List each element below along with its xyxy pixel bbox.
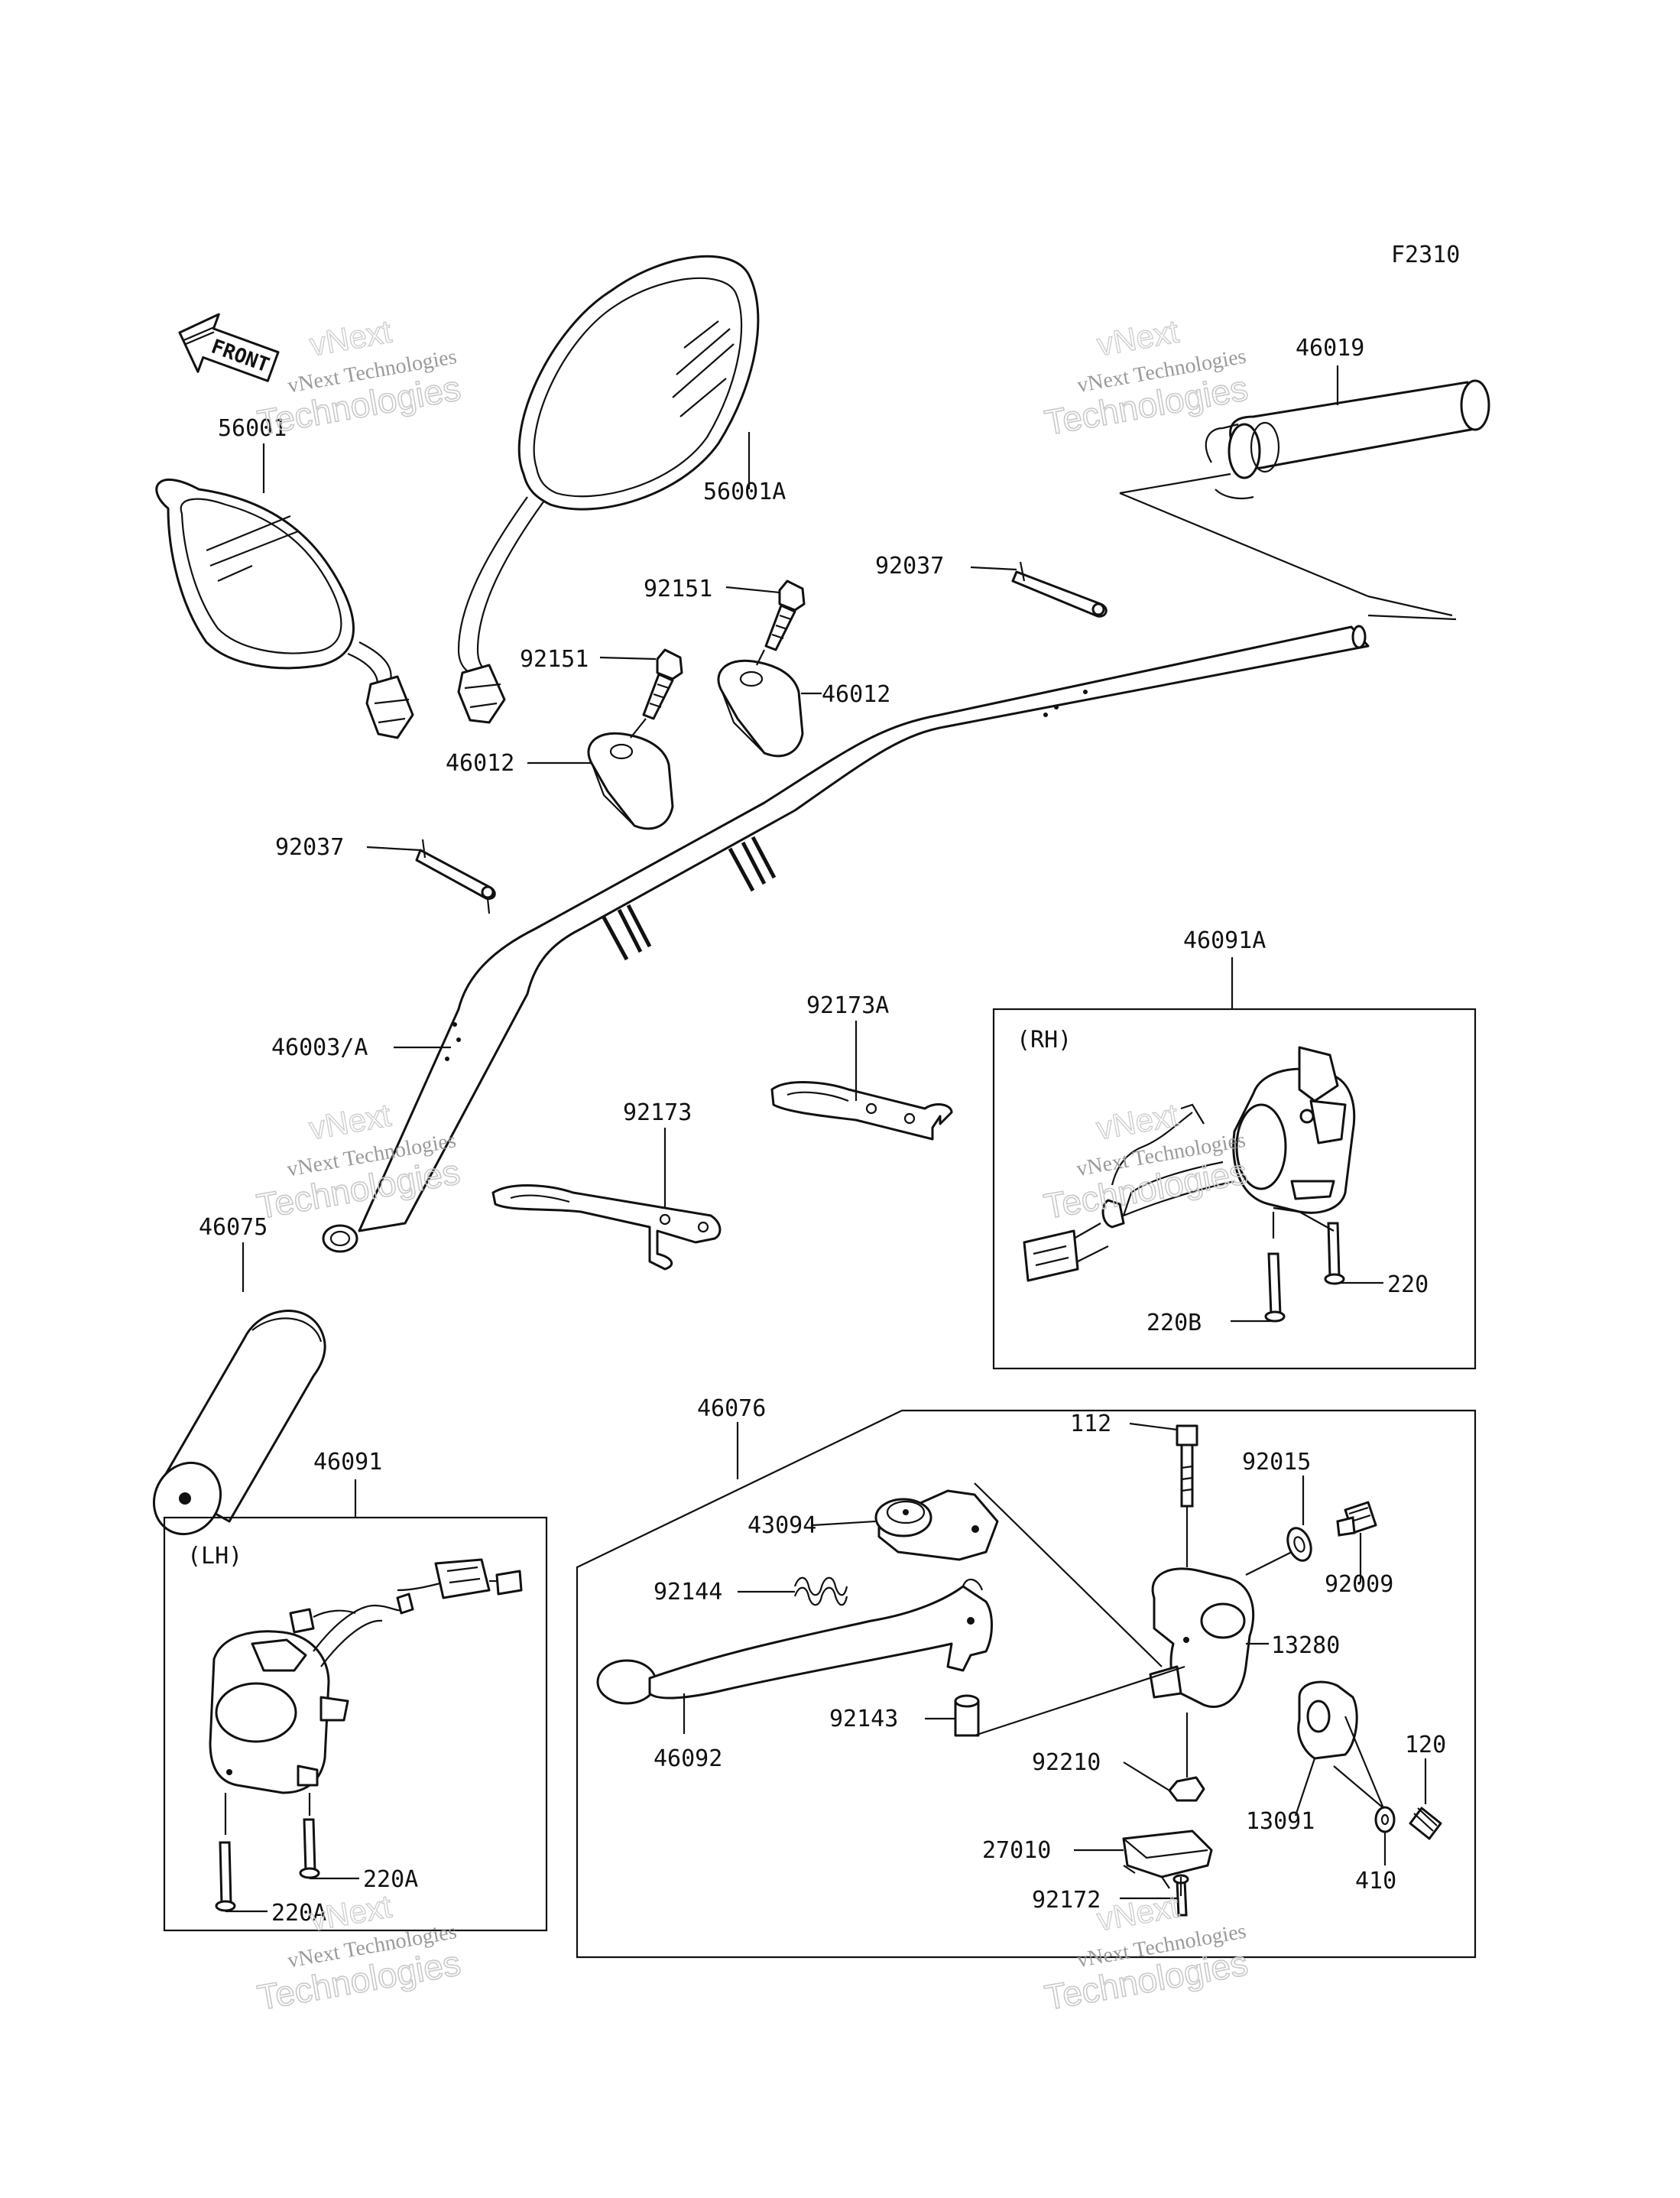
label-220A-upper: 220A [363,1866,418,1893]
label-rh: (RH) [1017,1027,1072,1054]
leader-lines [225,365,1427,1913]
label-92009: 92009 [1325,1571,1393,1598]
screw-220B [1264,1252,1286,1323]
label-92210: 92210 [1032,1749,1101,1776]
screw-220A-inner [299,1818,320,1879]
washer-92015 [1286,1527,1312,1562]
label-92037-lower: 92037 [275,834,344,861]
lh-screw-guide [224,1793,311,1835]
label-46019: 46019 [1296,335,1364,362]
rh-switch-assembly [1023,1046,1356,1282]
label-220A-lower: 220A [271,1900,326,1927]
label-92151-lower: 92151 [520,646,589,673]
bolt-92151-lower [642,648,683,720]
grip-right-46019 [1205,379,1490,500]
lever-46092 [596,1578,993,1705]
grip-left-46075 [152,1310,326,1536]
adjuster-43094 [874,1489,999,1561]
label-92173: 92173 [623,1099,692,1126]
label-56001: 56001 [218,415,287,442]
bolt-guide-upper [630,649,765,739]
label-13091: 13091 [1246,1808,1315,1835]
holder-46012-upper [717,659,804,758]
grip-right-guide [1119,472,1457,621]
watermark-top-left: vNext vNext Technologies Technologies [254,313,464,443]
clamp-13091 [1297,1680,1358,1760]
svg-text:vNext: vNext [1094,1097,1181,1147]
collar-92143 [954,1694,980,1737]
clamp-13280 [1149,1567,1255,1708]
label-46075: 46075 [199,1214,268,1241]
label-220B: 220B [1146,1310,1202,1336]
screw-220A-outer [215,1841,236,1912]
svg-text:vNext: vNext [306,1097,394,1147]
rh-screw-guide [1272,1206,1335,1239]
nut-92210 [1168,1776,1205,1802]
label-46091: 46091 [313,1449,382,1476]
bolt-112 [1176,1424,1198,1508]
label-92172: 92172 [1032,1887,1101,1914]
screw-220 [1324,1222,1345,1285]
label-92143: 92143 [829,1706,898,1732]
label-92144: 92144 [654,1579,722,1605]
handlebar-46003A [322,625,1370,1253]
svg-text:vNext: vNext [1095,313,1182,363]
label-46012-left: 46012 [446,750,514,777]
watermark-mid-right: vNext vNext Technologies Technologies [1040,1096,1250,1227]
mirror-right-56001A [457,255,760,724]
watermark-bottom-left: vNext vNext Technologies Technologies [254,1888,464,2018]
label-92173A: 92173A [806,992,889,1019]
screw-120 [1409,1807,1442,1840]
spring-92144 [793,1576,848,1606]
part-labels: 56001 56001A 46019 92037 92151 92151 460… [187,335,1446,1927]
label-220: 220 [1387,1271,1429,1298]
bracket-92173A [770,1081,953,1141]
label-43094: 43094 [748,1512,816,1539]
label-92015: 92015 [1242,1449,1311,1476]
label-112: 112 [1070,1411,1111,1437]
screw-92009 [1336,1501,1377,1537]
lever-assembly-box [576,1409,1477,1959]
lever-guides [974,1482,1385,1896]
label-46091A: 46091A [1183,927,1266,954]
label-27010: 27010 [982,1837,1051,1864]
label-46012-right: 46012 [822,681,890,708]
washer-410 [1374,1806,1396,1833]
label-56001A: 56001A [703,479,786,505]
switch-27010 [1122,1830,1213,1889]
label-46076: 46076 [697,1395,766,1422]
holder-46012-lower [587,732,674,830]
label-lh: (LH) [187,1543,242,1570]
bracket-92173 [491,1184,722,1271]
label-46003A: 46003/A [271,1034,368,1061]
label-92151-upper: 92151 [644,576,712,602]
svg-text:vNext: vNext [1095,1888,1182,1938]
label-92037-upper: 92037 [875,553,944,580]
label-120: 120 [1405,1732,1446,1758]
svg-text:vNext: vNext [307,313,394,363]
label-13280: 13280 [1271,1632,1340,1659]
lh-switch-assembly [209,1558,523,1794]
cable-tie-92037-upper [1011,561,1108,618]
front-arrow-icon: FRONT [178,313,280,382]
label-46092: 46092 [654,1745,722,1772]
cable-tie-92037-lower [415,839,496,914]
mirror-left-56001 [155,479,414,739]
label-410: 410 [1355,1868,1396,1894]
watermark-top-right: vNext vNext Technologies Technologies [1041,313,1251,443]
rh-switch-box [992,1008,1477,1370]
bolt-92151-upper [764,580,806,651]
figure-code: F2310 [1391,242,1460,268]
